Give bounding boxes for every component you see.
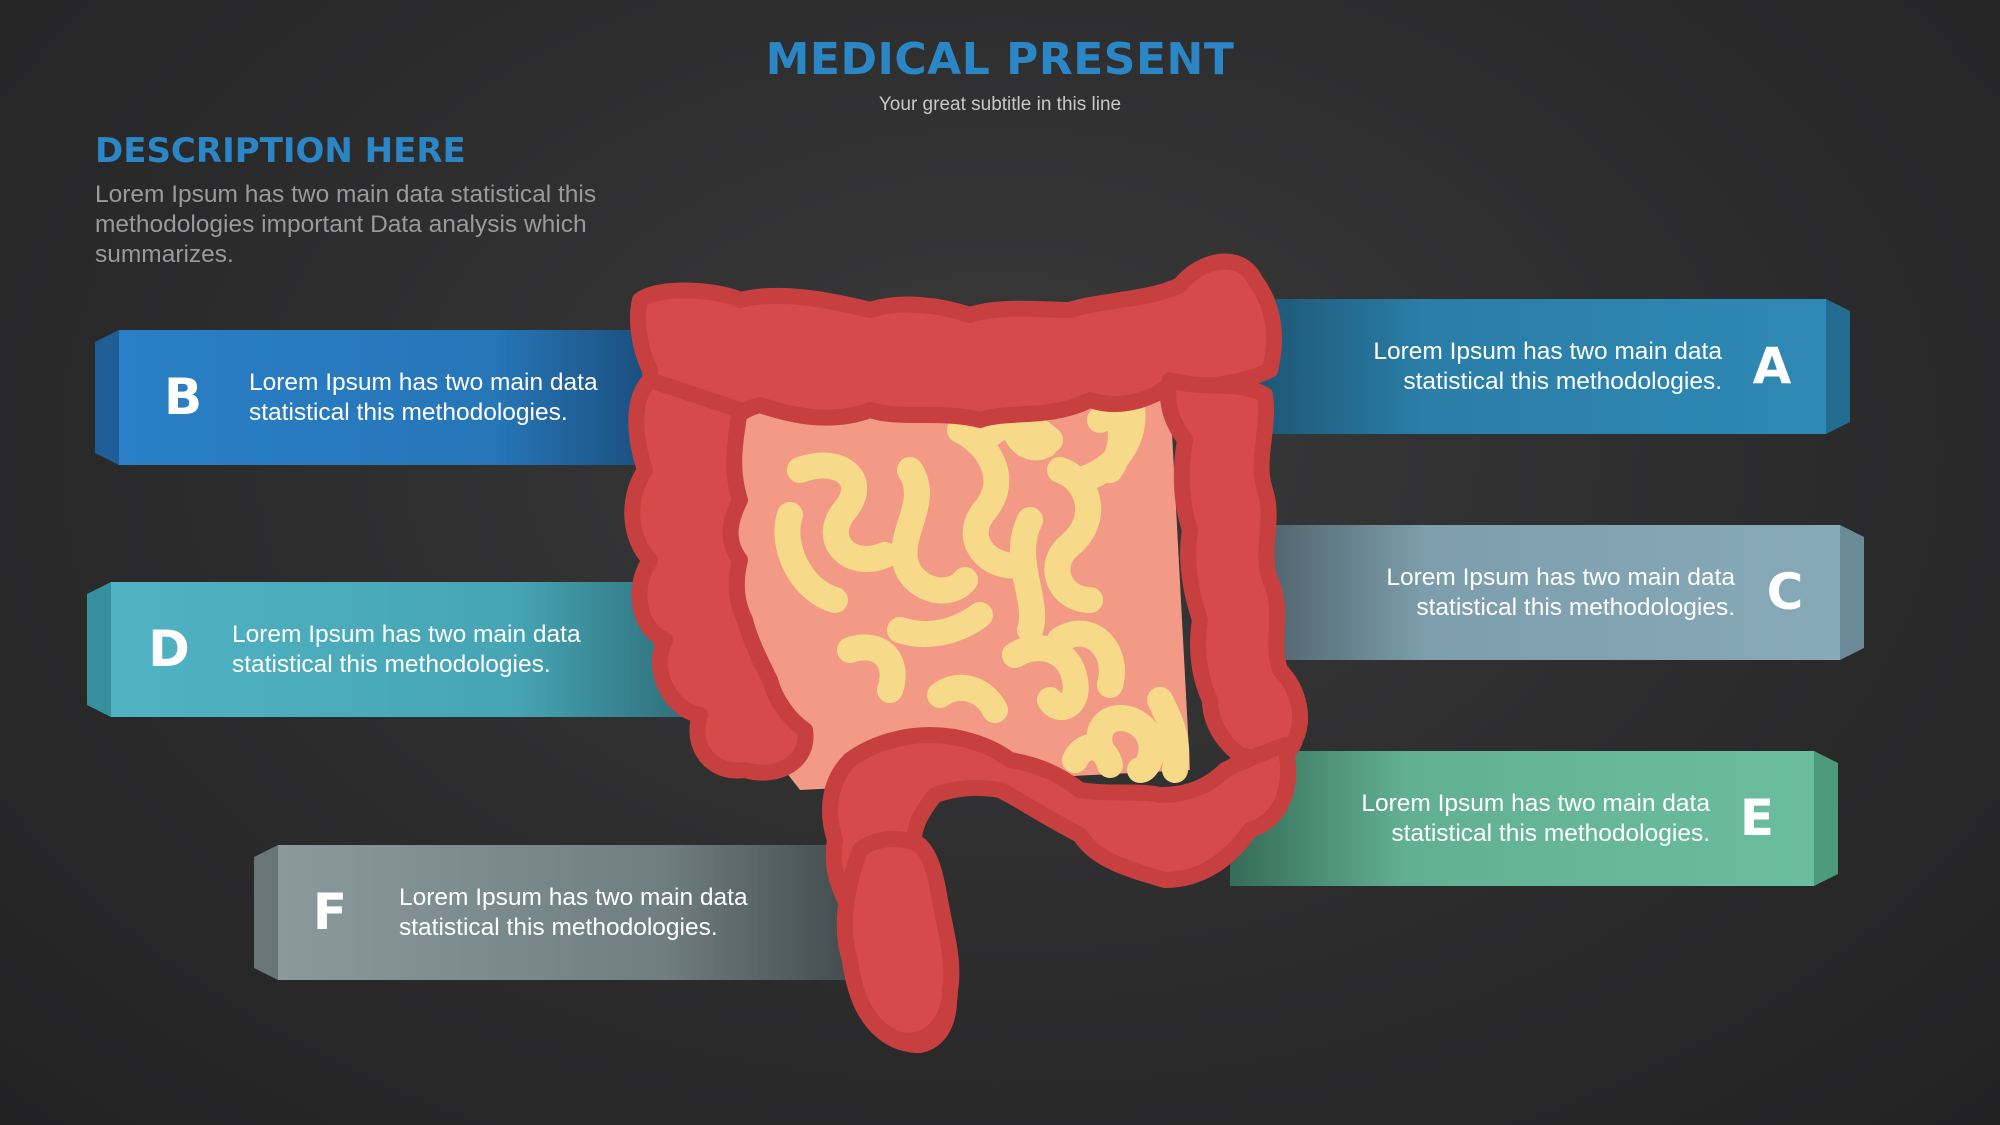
band-f-shape (254, 845, 874, 980)
item-c-letter: C (1766, 563, 1804, 621)
item-b-letter: B (163, 368, 203, 426)
item-e-band: Lorem Ipsum has two main data statistica… (1230, 751, 1838, 886)
description-body: Lorem Ipsum has two main data statistica… (95, 181, 597, 268)
item-e-letter: E (1739, 789, 1775, 847)
band-b-shape (95, 330, 655, 465)
item-a-text: Lorem Ipsum has two main data statistica… (1373, 337, 1722, 395)
band-c-shape (1250, 525, 1864, 660)
band-a-shape (1250, 299, 1850, 434)
page-subtitle: Your great subtitle in this line (878, 94, 1122, 115)
item-f-text: Lorem Ipsum has two main data statistica… (399, 883, 748, 941)
description-title: DESCRIPTION HERE (95, 131, 466, 171)
page-title: MEDICAL PRESENT (765, 34, 1235, 85)
item-b-text: Lorem Ipsum has two main data statistica… (249, 368, 598, 426)
item-b-band: B Lorem Ipsum has two main data statisti… (95, 330, 655, 465)
large-intestine (624, 253, 1308, 1053)
item-a-band: Lorem Ipsum has two main data statistica… (1250, 299, 1850, 434)
item-e-text: Lorem Ipsum has two main data statistica… (1361, 789, 1710, 847)
item-f-letter: F (312, 883, 348, 941)
item-d-band: D Lorem Ipsum has two main data statisti… (87, 582, 687, 717)
item-a-letter: A (1752, 337, 1792, 395)
item-c-band: Lorem Ipsum has two main data statistica… (1250, 525, 1864, 660)
small-intestine (774, 387, 1190, 783)
band-d-shape (87, 582, 687, 717)
item-f-band: F Lorem Ipsum has two main data statisti… (254, 845, 874, 980)
band-e-shape (1230, 751, 1838, 886)
item-c-text: Lorem Ipsum has two main data statistica… (1386, 563, 1735, 621)
item-d-letter: D (148, 620, 190, 678)
item-d-text: Lorem Ipsum has two main data statistica… (232, 620, 581, 678)
